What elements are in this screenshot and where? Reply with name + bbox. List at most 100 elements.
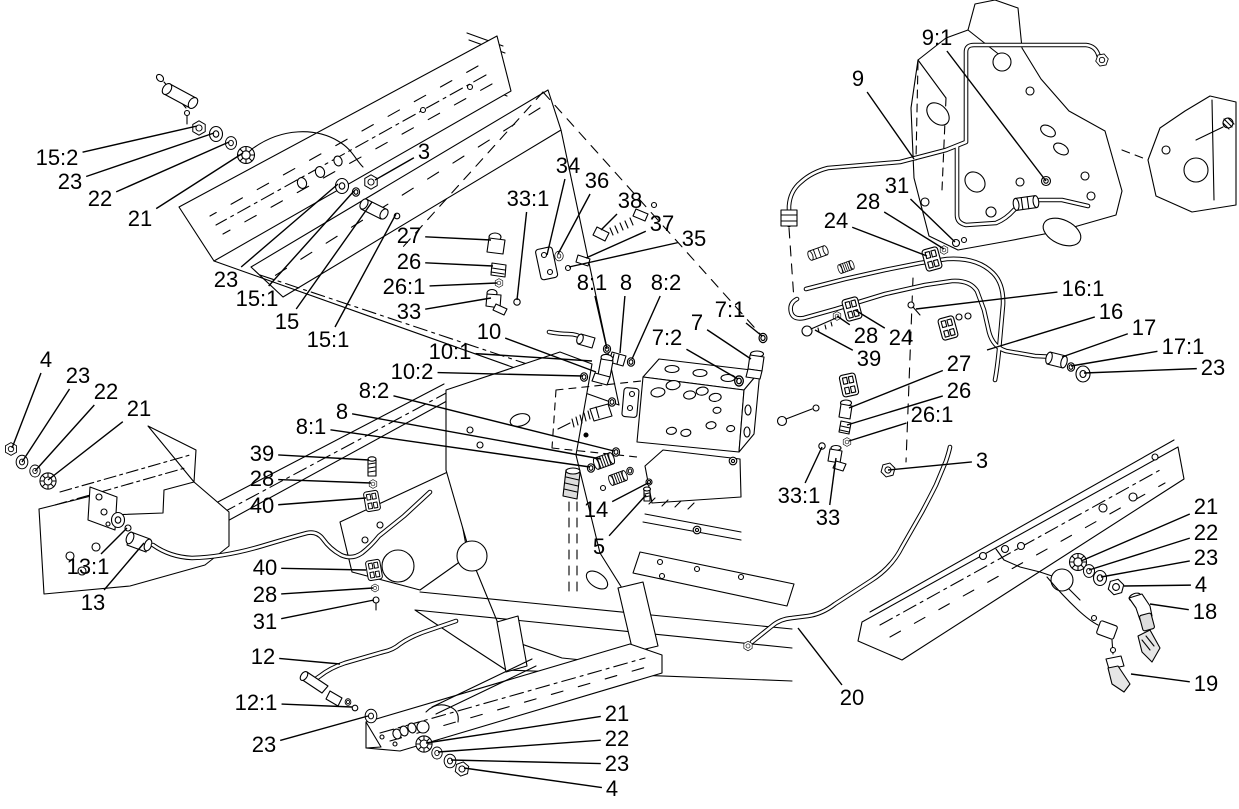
leader-33 bbox=[425, 297, 492, 310]
washer-22-part bbox=[1083, 564, 1095, 578]
oring-part bbox=[607, 397, 617, 407]
clamp-24-part bbox=[920, 245, 944, 273]
leader-22 bbox=[34, 404, 95, 472]
leader-12 bbox=[279, 657, 341, 665]
leader-26 bbox=[425, 262, 494, 267]
frame-rail-top-left bbox=[178, 32, 620, 406]
leader-13-1 bbox=[100, 527, 128, 555]
washer-13-part bbox=[110, 511, 126, 529]
leader-31 bbox=[909, 198, 956, 243]
leader-8 bbox=[351, 413, 602, 460]
leader-23 bbox=[1083, 367, 1197, 374]
leader-21 bbox=[155, 152, 244, 210]
leader-7-1 bbox=[745, 322, 763, 337]
hardware-bottom-middle bbox=[299, 671, 470, 778]
oring-14-part bbox=[645, 478, 653, 486]
tube-20-nut-part bbox=[743, 640, 753, 652]
leader-8-1 bbox=[594, 295, 608, 350]
nut-4-part bbox=[5, 442, 17, 456]
leader-39 bbox=[278, 454, 370, 461]
leader-19 bbox=[1130, 673, 1190, 683]
clamp-40b-part bbox=[364, 558, 384, 582]
leader-23 bbox=[450, 759, 601, 765]
union-rib-part bbox=[836, 259, 856, 275]
leader-23 bbox=[1100, 560, 1190, 578]
leader-21 bbox=[425, 715, 601, 744]
leader-33-1 bbox=[804, 446, 823, 484]
frame-rail-bottom-right bbox=[857, 439, 1185, 661]
leader-36 bbox=[557, 193, 591, 255]
leader-21 bbox=[47, 421, 124, 481]
leader-26-1 bbox=[848, 422, 907, 442]
leader-13 bbox=[103, 542, 145, 591]
leader-8-2 bbox=[631, 295, 661, 360]
washer-23b-part bbox=[443, 753, 457, 769]
union-part bbox=[806, 244, 830, 262]
leader-17-1 bbox=[1070, 350, 1158, 367]
leader-38 bbox=[600, 213, 618, 231]
elbow-27-part bbox=[838, 403, 853, 420]
leader-21 bbox=[1080, 513, 1191, 562]
leader-27 bbox=[848, 369, 944, 409]
leader-8-1 bbox=[330, 429, 591, 468]
leader-18 bbox=[1149, 603, 1189, 611]
leader-40 bbox=[278, 497, 367, 506]
leader-24 bbox=[854, 309, 886, 329]
nut-26-1-part bbox=[842, 437, 852, 447]
leader-15 bbox=[295, 201, 373, 310]
leader-23 bbox=[240, 183, 339, 268]
leader-26 bbox=[846, 395, 944, 426]
leader-4 bbox=[11, 372, 42, 449]
screw-16-1-part bbox=[907, 301, 921, 316]
washer-23b-part bbox=[334, 177, 350, 195]
leader-10-2 bbox=[437, 371, 584, 377]
washer-23-right-part bbox=[1075, 365, 1091, 383]
oring-12-1-part bbox=[351, 704, 359, 712]
leader-3 bbox=[887, 461, 972, 471]
nut-28-part bbox=[368, 479, 378, 489]
leader-8-2 bbox=[393, 395, 615, 452]
frame-plates-top-right bbox=[910, 0, 1237, 251]
leader-33-1 bbox=[516, 211, 528, 301]
fitting-group-right bbox=[818, 351, 1091, 480]
valve-block-front bbox=[636, 376, 745, 453]
leader-26-1 bbox=[429, 282, 498, 287]
elbow-18-part bbox=[1128, 592, 1155, 632]
hose-19-part bbox=[1046, 576, 1161, 693]
clamps-right-middle bbox=[743, 236, 972, 652]
elbow-7-part bbox=[747, 354, 765, 372]
bolt-39-vert-part bbox=[367, 456, 377, 477]
leader-16 bbox=[986, 316, 1096, 351]
leader-7-2 bbox=[686, 348, 739, 380]
leader-4 bbox=[463, 767, 602, 789]
hose-hidden-down bbox=[562, 467, 581, 599]
fitting-7-group bbox=[734, 332, 768, 387]
leader-14 bbox=[611, 482, 649, 503]
spool-assembly bbox=[557, 403, 613, 438]
hose-38-part bbox=[592, 201, 658, 242]
oring-8-2b-part bbox=[611, 447, 621, 457]
leader-40 bbox=[281, 567, 367, 571]
fitting-12-part bbox=[325, 690, 343, 707]
leader-22 bbox=[115, 141, 230, 193]
projection-lines bbox=[401, 91, 914, 463]
leader-22 bbox=[437, 739, 601, 753]
washer-22-part bbox=[431, 746, 443, 760]
leader-10-1 bbox=[475, 352, 593, 362]
leader-17 bbox=[1061, 333, 1129, 358]
leader-15-1 bbox=[334, 213, 397, 328]
leader-9 bbox=[866, 91, 915, 160]
fitting-8c-part bbox=[607, 469, 629, 487]
valve-block-group bbox=[551, 332, 768, 599]
leader-35 bbox=[568, 241, 678, 268]
tube-15-line bbox=[251, 131, 364, 168]
leader-27 bbox=[425, 236, 492, 241]
leader-28 bbox=[281, 587, 374, 595]
leader-22 bbox=[1088, 537, 1191, 571]
leader-34 bbox=[546, 178, 566, 256]
leader-15-2 bbox=[82, 125, 198, 153]
bracket-34-part bbox=[535, 246, 559, 281]
nut-4-part bbox=[1106, 576, 1126, 598]
leader-3 bbox=[374, 157, 415, 181]
